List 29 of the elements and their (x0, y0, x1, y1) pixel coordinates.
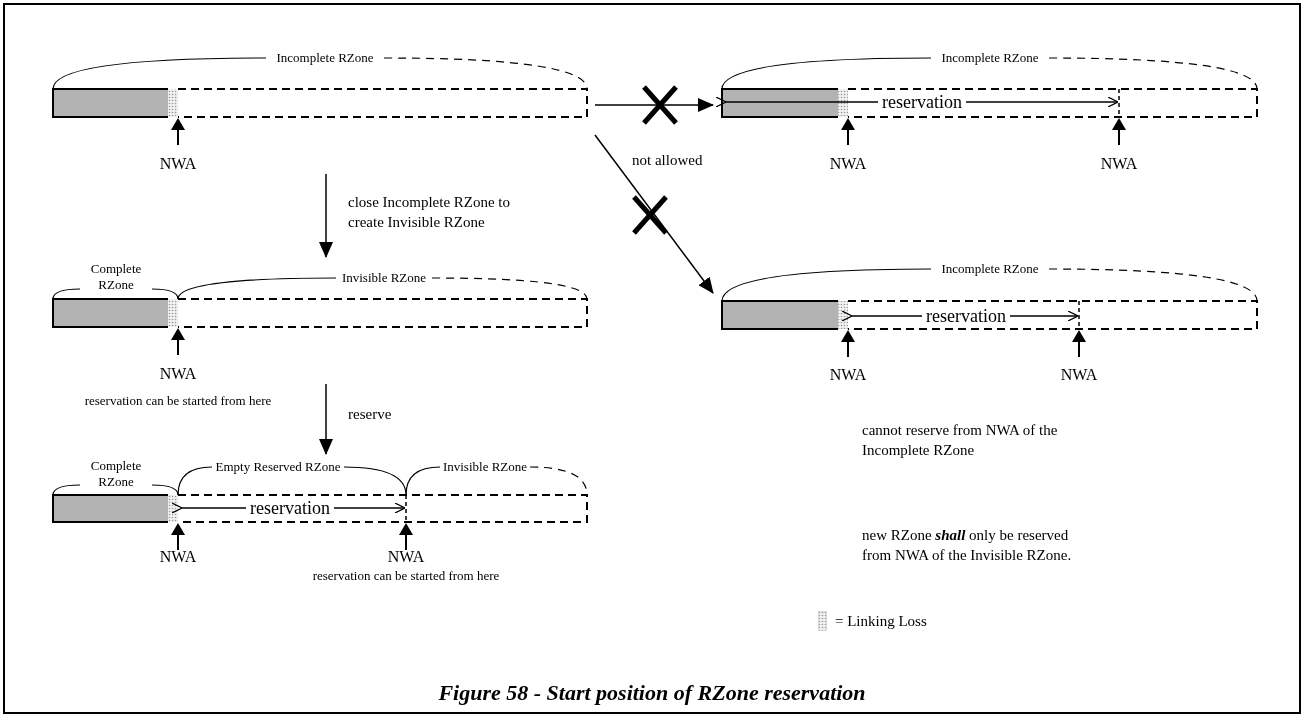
zone-label: Invisible RZone (341, 269, 427, 287)
note-text: new RZone shall only be reserved from NWA of the Invisible RZone. (862, 526, 1073, 566)
zone-label: NWA (387, 547, 425, 567)
note-text: cannot reserve from NWA of the Incomplete RZone (862, 421, 1059, 461)
legend-label: = Linking Loss (835, 612, 927, 631)
zone-label: Complete RZone (89, 457, 143, 491)
zone-label: Incomplete RZone (941, 49, 1039, 67)
arrow (594, 98, 714, 112)
zone-label: NWA (829, 154, 867, 174)
figure-caption: Figure 58 - Start position of RZone reservation (437, 679, 867, 707)
arrow (594, 134, 714, 294)
zone-label: Invisible RZone (442, 458, 528, 476)
zone-label: Incomplete RZone (276, 49, 374, 67)
zone-label: NWA (159, 364, 197, 384)
zone-label: Incomplete RZone (941, 260, 1039, 278)
edge-label: not allowed (632, 151, 704, 170)
zone-label: NWA (159, 547, 197, 567)
zone-label: NWA (1060, 365, 1098, 385)
edge-label: reserve (348, 405, 393, 424)
arrow (319, 173, 333, 258)
zone-label: Empty Reserved RZone (215, 458, 341, 476)
zone-label: NWA (159, 154, 197, 174)
edge-label: close Incomplete RZone to create Invisible RZone (348, 193, 512, 233)
note-text: reservation can be started from here (84, 392, 272, 411)
zone-label: Complete RZone (89, 260, 143, 294)
note-text: reservation can be started from here (312, 567, 500, 586)
zone-label: NWA (829, 365, 867, 385)
arrow (319, 383, 333, 455)
zone-label: NWA (1100, 154, 1138, 174)
